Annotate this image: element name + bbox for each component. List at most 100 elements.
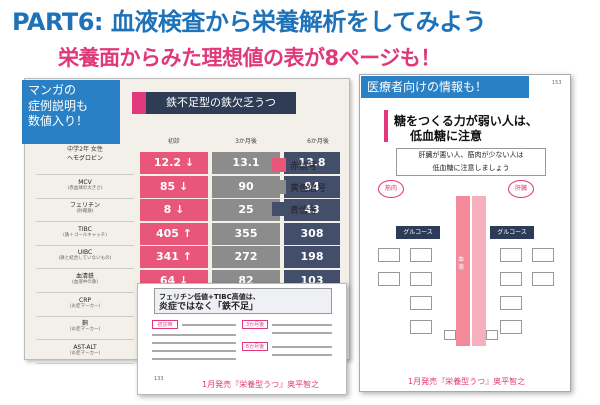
text-line (152, 334, 236, 336)
table-cell: 12.2 ↓ (140, 152, 208, 174)
row-label: TIBC(鉄＋ゴールキャッチ) (36, 226, 134, 239)
diagram-box (500, 296, 522, 310)
table-cell: 341 ↑ (140, 246, 208, 268)
right-box-line2: 低血糖に注意しましょう (432, 164, 510, 172)
overlay-book-page: フェリチン低値+TIBC高値は、 炎症ではなく「鉄不足」 初診時 3か月後 6か… (137, 283, 347, 395)
text-line (272, 324, 332, 326)
diagram-box (500, 248, 522, 262)
right-heading-2: 低血糖に注意 (410, 129, 483, 143)
diagram-box (410, 248, 432, 262)
glucose-node-left: グルコース (396, 226, 440, 239)
row-divider (36, 174, 134, 175)
overlay-tag-1: 初診時 (152, 320, 178, 329)
table-cell: 308 (284, 223, 340, 245)
diagram-box (410, 272, 432, 286)
table-cell: 94 (284, 176, 340, 198)
table-cell: 8 ↓ (140, 199, 208, 221)
legend-red: 赤信号 (290, 162, 318, 172)
row-label-text: 血清鉄 (75, 273, 94, 280)
overlay-footer: 1月発売『栄養型うつ』奥平智之 (202, 380, 320, 389)
table-cell: 85 ↓ (140, 176, 208, 198)
overlay-page-number: 133 (154, 376, 164, 382)
table-cell: 355 (212, 223, 280, 245)
row-label: CRP(炎症マーカー) (36, 297, 134, 310)
row-label-sub: (炎症マーカー) (69, 351, 101, 357)
blood-vessel-left (456, 196, 470, 346)
blood-vessel-right (472, 196, 486, 346)
table-title: 鉄不足型の鉄欠乏うつ (146, 92, 296, 114)
row-label-text: TIBC (78, 226, 92, 233)
table-cell: 13.1 (212, 152, 280, 174)
right-summary-box: 肝臓が悪い人、筋肉が少ない人は 低血糖に注意しましょう (396, 148, 546, 176)
row-label-text: フェリチン (69, 202, 100, 209)
row-divider (36, 339, 134, 340)
row-divider (36, 292, 134, 293)
medical-info-badge: 医療者向けの情報も！ (361, 76, 529, 98)
patient-label: 中学2年 女性 (67, 146, 103, 153)
page-subtitle: 栄養面からみた理想値の表が8ページも！ (58, 46, 441, 70)
diagram-box (486, 330, 498, 340)
manga-note: マンガの 症例説明も 数値入り！ (22, 80, 120, 144)
row-label-sub: (赤血球の大きさ) (67, 186, 103, 192)
manga-note-line2: 症例説明も (28, 98, 89, 113)
row-label-text: UIBC (77, 249, 93, 256)
diagram-box (500, 272, 522, 286)
text-line (272, 346, 332, 348)
overlay-headline: フェリチン低値+TIBC高値は、 炎症ではなく「鉄不足」 (154, 288, 332, 314)
diagram-box (532, 272, 554, 286)
diagram-box (444, 330, 456, 340)
overlay-headline-2: 炎症ではなく「鉄不足」 (159, 302, 259, 312)
table-cell: 25 (212, 199, 280, 221)
row-divider (36, 245, 134, 246)
row-label: フェリチン(貯蔵鉄) (36, 202, 134, 215)
row-label: 銅(炎症マーカー) (36, 320, 134, 333)
row-label-text: 銅 (81, 320, 88, 327)
row-label-sub: (貯蔵鉄) (76, 209, 94, 215)
right-page-number: 153 (552, 80, 562, 86)
diagram-box (378, 248, 400, 262)
manga-note-line1: マンガの (28, 83, 77, 97)
row-label-text: ヘモグロビン (66, 155, 103, 162)
row-label-sub: (血液中の鉄) (71, 280, 98, 286)
text-line (152, 350, 236, 352)
column-header-0: 初診 (167, 138, 180, 145)
column-header-1: 3か月後 (235, 138, 257, 145)
row-label: UIBC(鉄と結合していないもの) (36, 249, 134, 262)
legend-swatch-yellow (272, 180, 286, 194)
manga-note-line3: 数値入り！ (28, 114, 89, 129)
overlay-tag-3: 6か月後 (242, 342, 268, 351)
row-label-text: CRP (79, 297, 91, 304)
table-cell: 13.8 (284, 152, 340, 174)
row-label-sub: (鉄＋ゴールキャッチ) (62, 233, 107, 239)
column-header-2: 6か月後 (307, 138, 329, 145)
text-line (272, 332, 332, 334)
diagram-box (410, 296, 432, 310)
row-label-sub: (炎症マーカー) (69, 327, 101, 333)
legend-swatch-red (272, 158, 286, 172)
row-label: MCV(赤血球の大きさ) (36, 179, 134, 192)
table-title-accent (132, 92, 146, 114)
diagram-box (500, 320, 522, 334)
blood-label: 血液 (458, 256, 465, 271)
row-label: 血清鉄(血液中の鉄) (36, 273, 134, 286)
diagram-box (532, 248, 554, 262)
right-heading-1: 糖をつくる力が弱い人は、 (394, 114, 538, 128)
table-cell: 405 ↑ (140, 223, 208, 245)
row-label-text: AST-ALT (73, 344, 97, 351)
heading-accent (384, 110, 388, 142)
row-label: ヘモグロビン (36, 155, 134, 162)
row-label: AST-ALT(炎症マーカー) (36, 344, 134, 357)
right-box-line1: 肝臓が悪い人、筋肉が少ない人は (418, 151, 524, 159)
table-cell: 198 (284, 246, 340, 268)
row-label-text: MCV (78, 179, 92, 186)
right-footer: 1月発売『栄養型うつ』奥平智之 (408, 377, 526, 386)
text-line (272, 354, 332, 356)
row-label-sub: (炎症マーカー) (69, 304, 101, 310)
legend-blue: 青信号 (290, 206, 318, 216)
row-divider (36, 268, 134, 269)
legend-swatch-blue (272, 202, 286, 216)
legend-yellow: 黄色信号 (290, 184, 327, 194)
overlay-tag-2: 3か月後 (242, 320, 268, 329)
row-divider (36, 221, 134, 222)
row-divider (36, 363, 134, 364)
